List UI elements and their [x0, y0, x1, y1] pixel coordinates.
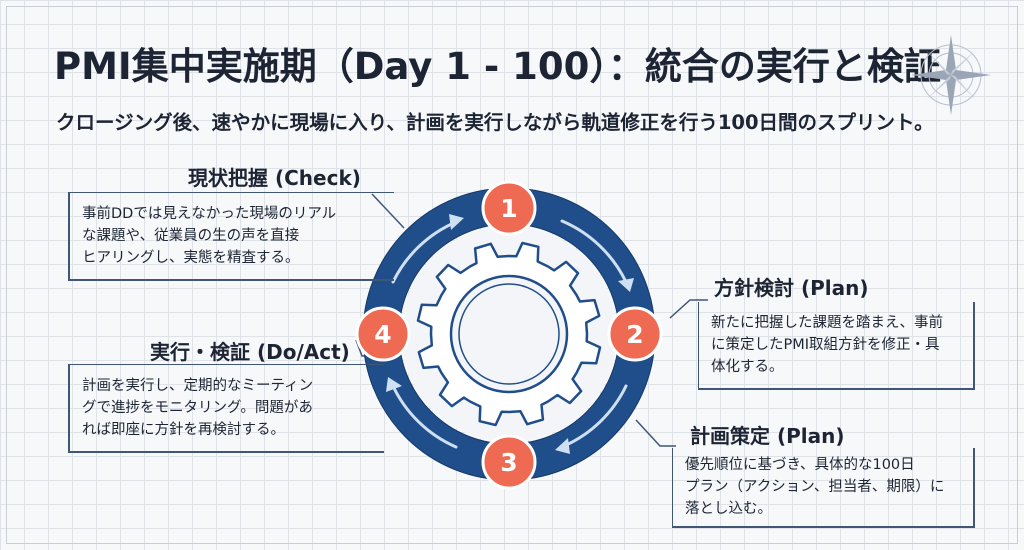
- stage-number-2: 2: [626, 320, 643, 349]
- stage-4-description: 計画を実行し、定期的なミーティン グで進捗をモニタリング。問題があ れば即座に方…: [68, 364, 384, 453]
- stage-2-line-1: 新たに把握した課題を踏まえ、事前: [711, 315, 943, 331]
- stage-2-title: 方針検討 (Plan): [714, 276, 869, 300]
- stage-node-2: 2: [607, 306, 663, 362]
- connector-2: [669, 299, 708, 319]
- stage-3-line-2: プラン（アクション、担当者、期限）に: [685, 479, 945, 495]
- stage-1-description: 事前DDでは見えなかった現場のリアル な課題や、従業員の生の声を直接 ヒアリング…: [68, 192, 394, 281]
- stage-1-line-1: 事前DDでは見えなかった現場のリアル: [82, 206, 337, 222]
- cycle-arrow-1-2: [560, 219, 628, 284]
- stage-4-line-1: 計画を実行し、定期的なミーティン: [82, 378, 314, 394]
- cycle-arrow-4-1: [391, 220, 458, 284]
- cycle-arrow-2-3: [562, 384, 628, 448]
- connector-3: [635, 419, 676, 447]
- stage-2-line-2: に策定したPMI取組方針を修正・具: [711, 337, 940, 353]
- connector-1: [371, 193, 405, 229]
- cycle-arrow-3-4: [391, 384, 458, 449]
- stage-3-line-1: 優先順位に基づき、具体的な100日: [685, 457, 915, 473]
- stage-1-line-2: な課題や、従業員の生の声を直接: [82, 228, 300, 244]
- compass-rose-icon: [911, 35, 991, 115]
- stage-node-4: 4: [355, 306, 411, 362]
- stage-number-1: 1: [500, 194, 517, 223]
- gear-icon: [416, 241, 602, 427]
- stage-3-description: 優先順位に基づき、具体的な100日 プラン（アクション、担当者、期限）に 落とし…: [672, 448, 975, 528]
- stage-3-line-3: 落とし込む。: [685, 501, 772, 517]
- stage-1-title: 現状把握 (Check): [188, 166, 361, 190]
- stage-number-4: 4: [374, 320, 391, 349]
- stage-1-line-3: ヒアリングし、実態を精査する。: [82, 250, 300, 266]
- stage-2-description: 新たに把握した課題を踏まえ、事前 に策定したPMI取組方針を修正・具 体化する。: [698, 302, 975, 390]
- stage-node-1: 1: [481, 180, 537, 236]
- page-subtitle: クロージング後、速やかに現場に入り、計画を実行しながら軌道修正を行う100日間の…: [56, 111, 934, 134]
- stage-2-line-3: 体化する。: [711, 359, 784, 375]
- stage-number-3: 3: [500, 448, 517, 477]
- page-title: PMI集中実施期（Day 1 - 100）：統合の実行と検証: [54, 45, 941, 88]
- stage-4-title: 実行・検証 (Do/Act): [150, 340, 350, 364]
- stage-4-line-3: れば即座に方針を再検討する。: [82, 422, 285, 438]
- stage-4-line-2: グで進捗をモニタリング。問題があ: [82, 400, 313, 416]
- stage-node-3: 3: [481, 434, 537, 490]
- stage-3-title: 計画策定 (Plan): [690, 424, 845, 448]
